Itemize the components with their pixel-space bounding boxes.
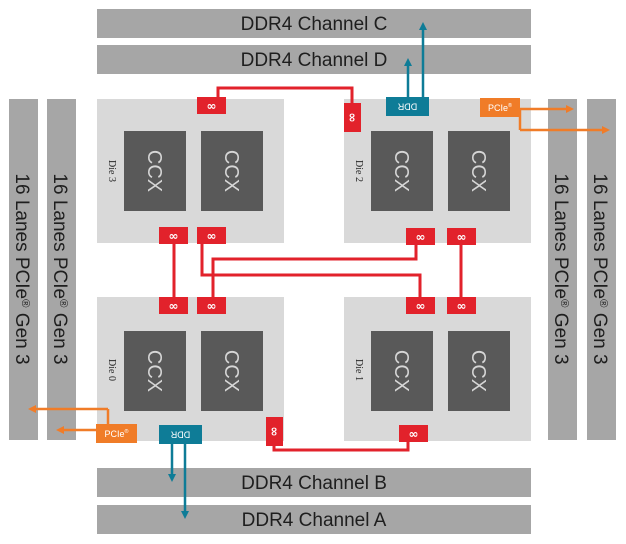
- infinity-port: ∞: [406, 228, 435, 245]
- die-0-ccx-1: [201, 331, 263, 411]
- infinity-port: ∞: [159, 227, 188, 244]
- svg-text:PCIe®: PCIe®: [488, 102, 512, 113]
- svg-text:∞: ∞: [416, 299, 426, 313]
- svg-text:∞: ∞: [169, 299, 179, 313]
- channel-a-label: DDR4 Channel A: [242, 510, 387, 531]
- channel-c-label: DDR4 Channel C: [241, 14, 388, 35]
- pcie-tag: [96, 424, 137, 443]
- link-die3-die1: [200, 234, 422, 300]
- channel-b-bar: DDR4 Channel B: [97, 468, 531, 497]
- svg-text:PCIe®: PCIe®: [105, 428, 129, 439]
- die-1-ccx-1: [448, 331, 510, 411]
- svg-text:∞: ∞: [169, 229, 179, 243]
- die-2-ccx-0: [371, 131, 433, 211]
- die-3-ccx-0: [124, 131, 186, 211]
- ccx-label: CCX: [143, 350, 165, 392]
- pcie-lanes-label: 16 Lanes PCIe: [589, 173, 610, 299]
- infinity-port: ∞: [399, 425, 428, 442]
- svg-text:DDR: DDR: [397, 102, 417, 112]
- svg-text:∞: ∞: [207, 99, 217, 113]
- infinity-fabric-links: [172, 86, 463, 452]
- die-3-ccx-1: [201, 131, 263, 211]
- channel-d-bar: DDR4 Channel D: [97, 45, 531, 74]
- ccx-label: CCX: [467, 350, 489, 392]
- pcie-lanes-bar-left-inner: 16 Lanes PCIe® Gen 3: [47, 99, 76, 440]
- ccx-label: CCX: [220, 350, 242, 392]
- pcie-lanes-bar-left-outer: 16 Lanes PCIe® Gen 3: [9, 99, 38, 440]
- die-3-label: Die 3: [106, 160, 117, 182]
- die-0-label: Die 0: [106, 359, 117, 381]
- pcie-lanes-label: 16 Lanes PCIe: [550, 173, 571, 299]
- infinity-port: ∞: [447, 297, 476, 314]
- channel-a-bar: DDR4 Channel A: [97, 505, 531, 534]
- ddr-link-die0: DDR: [159, 425, 202, 519]
- pcie-lanes-bar-right-outer: 16 Lanes PCIe® Gen 3: [587, 99, 616, 440]
- svg-text:∞: ∞: [207, 299, 217, 313]
- svg-text:∞: ∞: [457, 299, 467, 313]
- svg-text:∞: ∞: [268, 427, 282, 437]
- channel-b-label: DDR4 Channel B: [241, 473, 387, 494]
- die-1: Die 1 CCX CCX: [344, 297, 531, 441]
- channel-d-label: DDR4 Channel D: [241, 50, 388, 71]
- die-1-ccx-0: [371, 331, 433, 411]
- infinity-port: ∞: [197, 97, 226, 114]
- pcie-lanes-bar-right-inner: 16 Lanes PCIe® Gen 3: [548, 99, 577, 440]
- link-die2-die0: [211, 244, 418, 298]
- die-2-label: Die 2: [353, 160, 364, 182]
- ccx-label: CCX: [390, 350, 412, 392]
- pcie-tag: [480, 98, 520, 117]
- die-3: Die 3 CCX CCX: [97, 99, 284, 243]
- svg-text:16 Lanes PCIe® Gen 3: 16 Lanes PCIe® Gen 3: [589, 173, 610, 364]
- die-2: Die 2 CCX CCX: [344, 99, 531, 243]
- svg-text:∞: ∞: [346, 113, 360, 123]
- svg-text:16 Lanes PCIe® Gen 3: 16 Lanes PCIe® Gen 3: [49, 173, 70, 364]
- svg-text:∞: ∞: [207, 229, 217, 243]
- svg-text:∞: ∞: [409, 427, 419, 441]
- ddr-link-die2: DDR: [386, 22, 429, 116]
- svg-text:∞: ∞: [457, 230, 467, 244]
- svg-text:16 Lanes PCIe® Gen 3: 16 Lanes PCIe® Gen 3: [11, 173, 32, 364]
- infinity-port: ∞: [197, 227, 226, 244]
- ccx-label: CCX: [220, 150, 242, 192]
- infinity-port: ∞: [344, 103, 361, 132]
- svg-text:DDR: DDR: [170, 430, 190, 440]
- infinity-port: ∞: [197, 297, 226, 314]
- ddr-tag: [159, 425, 202, 444]
- ccx-label: CCX: [467, 150, 489, 192]
- svg-text:∞: ∞: [416, 230, 426, 244]
- ccx-label: CCX: [390, 150, 412, 192]
- infinity-port: ∞: [447, 228, 476, 245]
- ccx-label: CCX: [143, 150, 165, 192]
- svg-text:16 Lanes PCIe® Gen 3: 16 Lanes PCIe® Gen 3: [550, 173, 571, 364]
- pcie-link-die0: PCIe®: [28, 405, 137, 443]
- die-1-label: Die 1: [353, 359, 364, 381]
- link-die3-die2: [216, 86, 354, 104]
- pcie-lanes-label: 16 Lanes PCIe: [11, 173, 32, 299]
- pcie-lanes-label: 16 Lanes PCIe: [49, 173, 70, 299]
- die-0-ccx-0: [124, 331, 186, 411]
- infinity-port: ∞: [266, 417, 283, 446]
- channel-c-bar: DDR4 Channel C: [97, 9, 531, 38]
- pcie-link-die2: PCIe®: [480, 98, 610, 134]
- ddr-tag: [386, 97, 429, 116]
- die-0: Die 0 CCX CCX: [97, 297, 284, 441]
- die-2-ccx-1: [448, 131, 510, 211]
- infinity-port: ∞: [406, 297, 435, 314]
- infinity-port: ∞: [159, 297, 188, 314]
